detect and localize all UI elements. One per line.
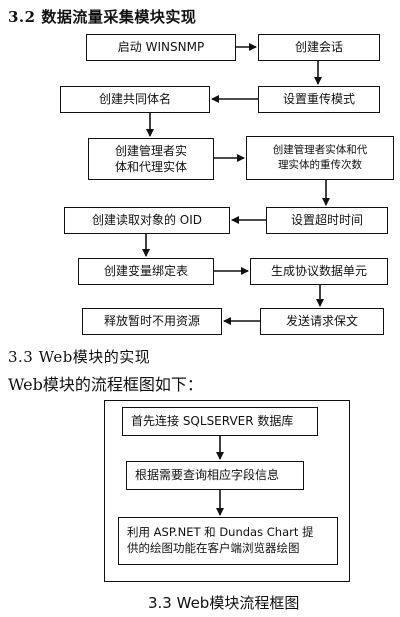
box-query-fields: 根据需要查询相应字段信息	[126, 461, 304, 490]
section-heading-3-2: 3.2 数据流量采集模块实现	[8, 8, 197, 26]
box-create-community: 创建共同体名	[60, 86, 210, 113]
box-create-varbind-table: 创建变量绑定表	[78, 258, 214, 285]
section-intro-text: Web模块的流程框图如下：	[8, 375, 203, 394]
box-generate-pdu: 生成协议数据单元	[250, 258, 388, 285]
box-connect-database: 首先连接 SQLSERVER 数据库	[122, 407, 318, 436]
box-create-entity-retransmit-count: 创建管理者实体和代 理实体的重传次数	[246, 136, 394, 180]
box-set-retransmit-mode: 设置重传模式	[258, 86, 380, 113]
box-set-timeout: 设置超时时间	[266, 207, 388, 234]
box-create-read-oid: 创建读取对象的 OID	[64, 207, 230, 234]
box-create-session: 创建会话	[258, 34, 380, 61]
box-create-manager-agent: 创建管理者实 体和代理实体	[88, 138, 214, 180]
box-send-request-message: 发送请求保文	[260, 308, 384, 335]
box-start-winsnmp: 启动 WINSNMP	[86, 34, 236, 61]
box-draw-chart: 利用 ASP.NET 和 Dundas Chart 提 供的绘图功能在客户端浏览…	[118, 517, 338, 565]
figure-caption: 3.3 Web模块流程框图	[148, 594, 300, 612]
box-release-temp-resources: 释放暂时不用资源	[82, 308, 222, 335]
web-flow-frame	[104, 400, 350, 582]
section-heading-3-3: 3.3 Web模块的实现	[8, 348, 151, 366]
